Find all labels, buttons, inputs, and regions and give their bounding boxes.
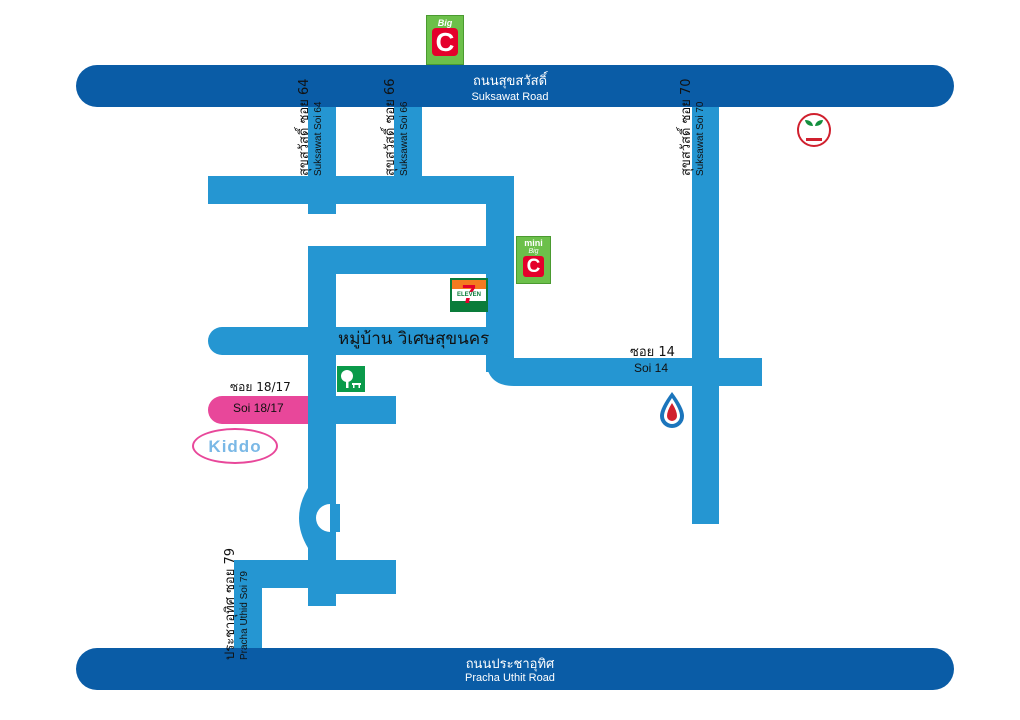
bigc-logo-icon: Big C: [426, 15, 464, 65]
park-icon: [337, 366, 365, 392]
soi70-street: [692, 100, 719, 524]
soi14-curve: [486, 350, 762, 386]
soi1817-label-en: Soi 18/17: [233, 401, 284, 415]
soi64-label: สุขสวัสดิ์ ซอย 64 Suksawat Soi 64: [297, 78, 324, 177]
upper-cross-street-cap: [208, 176, 248, 204]
kiddo-logo-icon: Kiddo: [192, 428, 278, 464]
soi66-street: [394, 100, 422, 180]
village-name-label: หมู่บ้าน วิเศษสุขนคร: [338, 329, 490, 349]
suksawat-road-label-en: Suksawat Road: [471, 91, 549, 103]
village-loop-top: [308, 246, 514, 274]
village-road: [208, 327, 486, 355]
soi79-link: [234, 560, 324, 588]
soi1817-label-th: ซอย 18/17: [230, 380, 291, 394]
upper-cross-street: [208, 176, 513, 204]
pracha-uthit-road-label-en: Pracha Uthit Road: [465, 672, 555, 684]
kbank-logo-icon: [797, 113, 831, 147]
soi14-label-en: Soi 14: [634, 361, 669, 375]
seven-eleven-logo-icon: 7 ELEVEN: [450, 278, 488, 312]
village-main-street: [308, 246, 336, 606]
soi79-label: ประชาอุทิศ ซอย 79 Pracha Uthid Soi 79: [223, 547, 250, 660]
local-streets: [208, 100, 762, 660]
suksawat-road: [76, 65, 954, 107]
minibigc-logo-icon: mini Big C: [516, 236, 551, 284]
soi70-label: สุขสวัสดิ์ ซอย 70 Suksawat Soi 70: [679, 78, 706, 177]
suksawat-road-label-th: ถนนสุขสวัสดิ์: [472, 74, 548, 89]
ptt-station-icon: [660, 392, 684, 428]
soi14-label-th: ซอย 14: [630, 345, 675, 360]
soi1817-right-branch: [336, 396, 396, 424]
pracha-uthit-road-label-th: ถนนประชาอุทิศ: [465, 657, 555, 672]
soi66-label: สุขสวัสดิ์ ซอย 66 Suksawat Soi 66: [383, 78, 410, 177]
pracha-uthit-road: [76, 648, 954, 690]
village-road-right: [440, 327, 486, 355]
